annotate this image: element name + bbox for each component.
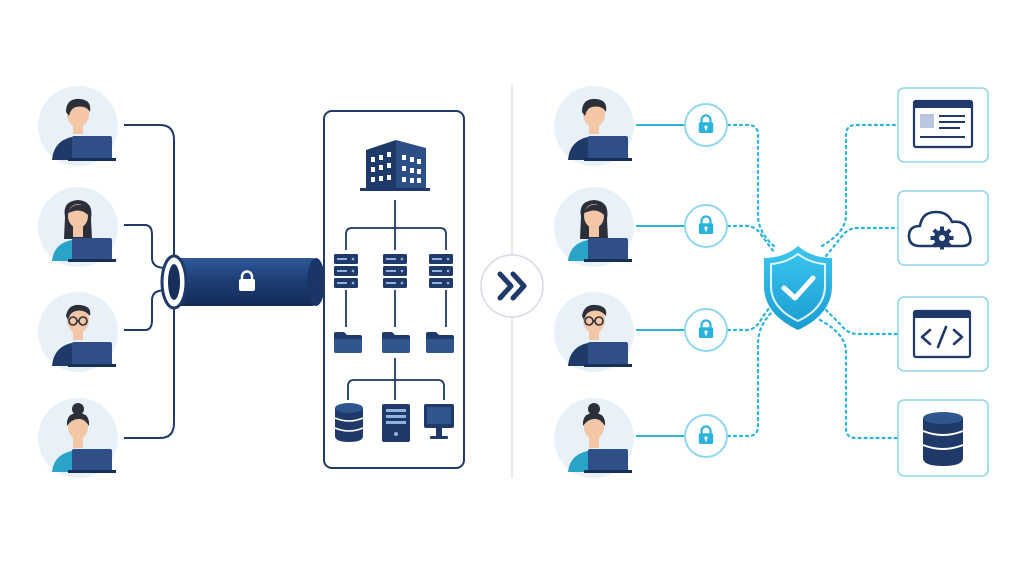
database-icon — [334, 403, 364, 442]
connector-user-1 — [124, 124, 187, 269]
server-rack-icon — [429, 254, 453, 288]
user-avatar-woman — [38, 187, 118, 267]
database-icon — [922, 412, 964, 466]
monitor-icon — [424, 404, 454, 439]
user-lock-connectors — [636, 124, 684, 437]
folder-icon — [334, 332, 362, 353]
resource-card-cloud-gear — [897, 190, 989, 266]
connector-user-2 — [124, 224, 167, 269]
web-page-icon — [912, 99, 974, 149]
server-rack-icon — [334, 254, 358, 288]
resource-card-code-window — [897, 296, 989, 372]
lock-badges — [684, 103, 728, 458]
network-tree-lines — [345, 200, 447, 400]
code-window-icon — [912, 309, 972, 359]
left-panel — [38, 86, 465, 478]
user-avatar-man — [38, 86, 118, 166]
user-avatar-man-glasses — [554, 292, 634, 372]
right-panel — [554, 86, 989, 478]
user-avatar-man — [554, 86, 634, 166]
connector-user-3 — [124, 289, 167, 331]
network-box-frame — [323, 110, 465, 469]
transition-arrow — [480, 254, 544, 318]
corporate-network-box — [323, 110, 465, 469]
shield-check-icon — [764, 246, 832, 330]
server-rack-icon — [383, 254, 407, 288]
server-tower-icon — [382, 404, 410, 442]
resource-card-web-page — [897, 87, 989, 163]
resource-card-database — [897, 399, 989, 477]
vpn-tunnel — [160, 254, 325, 310]
user-avatar-woman — [554, 187, 634, 267]
folder-icon — [382, 332, 410, 353]
lock-shield-connectors — [726, 123, 776, 438]
user-avatar-man-glasses — [38, 292, 118, 372]
resource-cards — [897, 87, 989, 477]
user-avatar-woman-bun — [38, 398, 118, 478]
connector-user-4 — [124, 291, 187, 439]
double-chevron-right-icon — [497, 271, 514, 301]
tunnel-inner — [168, 264, 180, 300]
folder-icon — [426, 332, 454, 353]
shield-resource-connectors — [818, 123, 900, 440]
office-building-icon — [360, 140, 430, 191]
cloud-gear-icon — [907, 210, 972, 250]
user-avatar-woman-bun — [554, 398, 634, 478]
